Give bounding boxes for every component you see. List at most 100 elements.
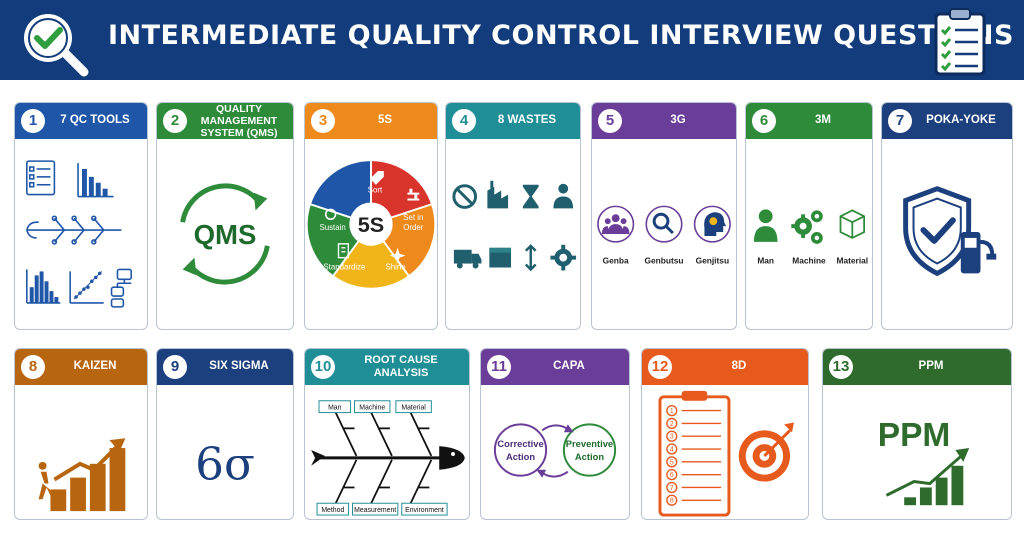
card-header: 8 KAIZEN [15,349,147,385]
poka-yoke-graphic [903,186,997,277]
qms-cycle-graphic: QMS [180,183,270,285]
step-number: 8 [670,498,674,505]
label-material: Material [837,256,869,266]
card-number-badge: 8 [21,355,45,379]
fish-tail-icon [311,450,325,466]
preventive-circle [562,423,617,477]
sparkle-icon [389,247,406,264]
card-qms[interactable]: 2 QUALITY MANAGEMENT SYSTEM (QMS) QMS [156,102,294,330]
card-body: 6σ [157,385,293,519]
card-number-badge: 5 [598,109,622,133]
step-number: 6 [670,472,674,479]
step-badge [666,417,678,430]
kaizen-graphic [38,438,126,512]
card-5s[interactable]: 3 5S 5S Sort Set in Order Shine Standard… [304,102,438,330]
card-body: Corrective Action Preventive Action [481,385,629,519]
card-number-badge: 9 [163,355,187,379]
step-number: 5 [670,459,674,466]
card-ppm[interactable]: 13 PPM PPM [822,348,1012,520]
step-badge [666,443,678,455]
card-title: QUALITY MANAGEMENT SYSTEM (QMS) [200,102,278,140]
scatter-plot-icon [69,271,104,304]
fishbone-diagram: Man Machine Material Method Measurement … [311,400,465,516]
card-header: 3 5S [305,103,437,139]
step-badge [666,494,678,506]
growth-bars-icon [904,465,964,506]
checklist-icon [26,160,56,196]
card-number-badge: 3 [311,109,335,133]
histogram-icon [26,269,61,304]
card-body: PPM [823,385,1011,519]
wastes-icons [452,180,577,272]
card-header: 6 3M [746,103,872,139]
tag-icon [370,170,384,185]
trend-arrow-icon [885,454,963,497]
target-icon [738,422,794,482]
card-title: SIX SIGMA [209,360,269,373]
segment-label-shine: Shine [386,262,407,271]
card-six-sigma[interactable]: 9 SIX SIGMA 6σ [156,348,294,520]
prohibited-icon [452,184,478,209]
six-sigma-graphic: 6σ [195,438,255,491]
gear-icon [550,244,577,271]
card-capa[interactable]: 11 CAPA Corrective Action Preventive Act… [480,348,630,520]
step-number: 3 [670,434,674,441]
card-root-cause-analysis[interactable]: 10 ROOT CAUSE ANALYSIS Man [304,348,470,520]
card-body [15,385,147,519]
card-title: 3G [670,114,686,127]
cause-label-environment: Environment [405,507,444,514]
clipboard-icon [658,390,731,517]
clipboard-checklist-icon [934,8,986,76]
card-title: CAPA [553,360,585,373]
trend-arrow-icon [53,444,119,482]
card-number-badge: 1 [21,109,45,133]
card-header: 12 8D [642,349,808,385]
preventive-label-line2: Action [575,452,604,462]
segment-label-sort: Sort [368,186,383,195]
5s-wheel: 5S Sort Set in Order Shine Standardize S… [307,161,435,288]
card-header: 13 PPM [823,349,1011,385]
card-poka-yoke[interactable]: 7 POKA-YOKE [881,102,1013,330]
page-title: INTERMEDIATE QUALITY CONTROL INTERVIEW Q… [108,20,1014,51]
step-badge [666,481,678,494]
card-title: 3M [815,114,831,127]
card-header: 10 ROOT CAUSE ANALYSIS [305,349,469,385]
team-icon [601,214,630,234]
card-body [15,139,147,329]
ppm-text: PPM [878,417,951,454]
header-banner: INTERMEDIATE QUALITY CONTROL INTERVIEW Q… [0,0,1024,80]
card-body [446,139,580,329]
card-3g[interactable]: 5 3G Genba Genbutsu Genjitsu [591,102,737,330]
worker-icon [553,183,574,209]
magnifier-icon [652,212,674,235]
segment-label-standardize: Standardize [323,262,366,271]
label-genba: Genba [603,256,629,266]
magnifier-check-icon [24,14,89,77]
card-number-badge: 4 [452,109,476,133]
hourglass-icon [522,184,539,209]
card-3m[interactable]: 6 3M Man Machine Material [745,102,873,330]
arrow-head [182,257,197,276]
machine-gears-icon [791,210,823,244]
card-header: 2 QUALITY MANAGEMENT SYSTEM (QMS) [157,103,293,139]
card-header: 4 8 WASTES [446,103,580,139]
pareto-chart-icon [77,163,114,198]
card-body: Man Machine Material [746,139,872,329]
step-badge [666,456,678,468]
climbing-person-icon [38,461,55,500]
cause-label-man: Man [328,405,342,412]
card-kaizen[interactable]: 8 KAIZEN [14,348,148,520]
card-title: ROOT CAUSE ANALYSIS [364,354,438,379]
card-8-wastes[interactable]: 4 8 WASTES [445,102,581,330]
card-7-qc-tools[interactable]: 1 7 QC TOOLS [14,102,148,330]
cause-label-material: Material [401,405,426,412]
cycle-icon [324,208,337,221]
label-genjitsu: Genjitsu [696,256,730,266]
ppm-graphic: PPM [878,417,970,506]
connector-plug-icon [960,232,997,274]
step-number: 7 [670,485,674,492]
fishbone-icon [26,215,122,245]
label-man: Man [757,256,774,266]
